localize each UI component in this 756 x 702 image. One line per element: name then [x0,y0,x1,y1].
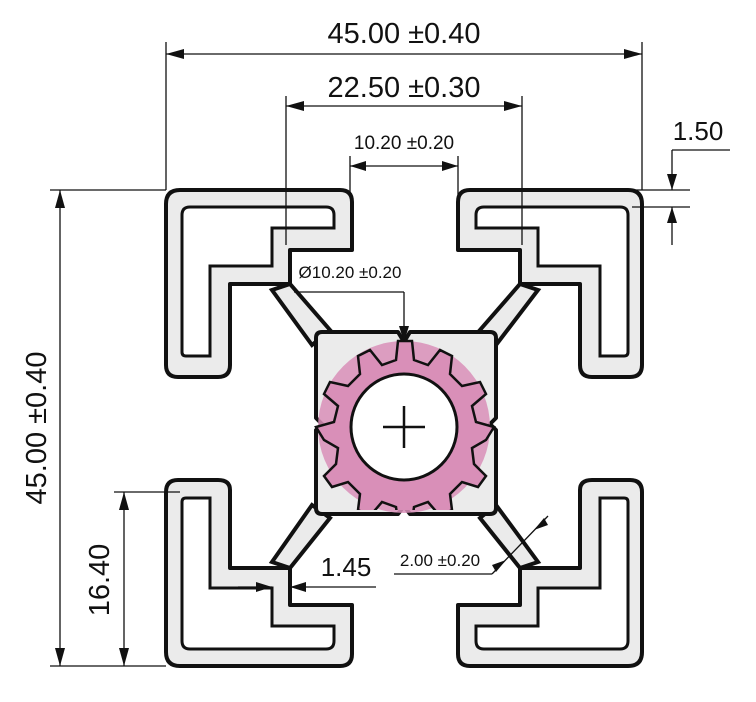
dim-slot-depth: 16.40 [84,491,180,666]
center-bore [314,339,496,513]
lip-thickness-label: 1.45 [321,552,372,582]
slot-depth-label: 16.40 [84,544,116,617]
dim-lip-thickness: 1.45 [238,552,376,592]
web-bottom-left [268,502,333,571]
web-thickness-label: 2.00 ±0.20 [400,551,480,570]
corner-wall-label: 1.50 [673,116,724,146]
dim-overall-width: 45.00 ±0.40 [165,18,643,190]
slot-opening-label: 10.20 ±0.20 [354,133,454,154]
dim-slot-pitch: 22.50 ±0.30 [285,72,523,245]
dim-center-bore: Ø10.20 ±0.20 [294,263,409,342]
center-bore-label: Ø10.20 ±0.20 [299,263,402,282]
dim-slot-opening: 10.20 ±0.20 [349,133,459,195]
overall-width-label: 45.00 ±0.40 [328,18,481,50]
slot-pitch-label: 22.50 ±0.30 [328,72,481,104]
dim-corner-wall: 1.50 [632,116,730,245]
overall-height-label: 45.00 ±0.40 [21,352,53,505]
dim-web-thickness: 2.00 ±0.20 [394,515,549,575]
profile-cross-section [164,188,644,668]
dim-overall-height: 45.00 ±0.40 [21,189,166,667]
